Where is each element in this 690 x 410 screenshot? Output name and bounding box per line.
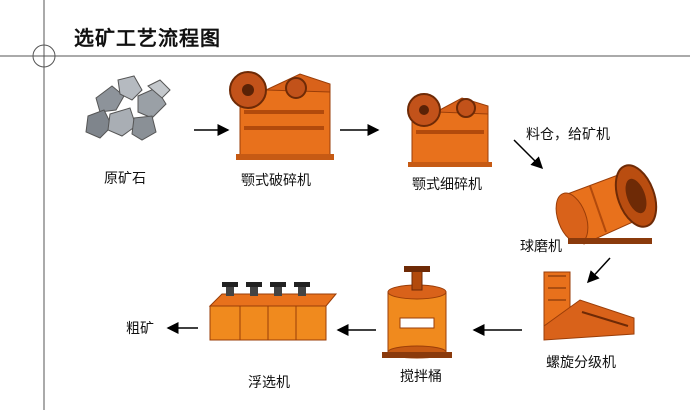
label-fine-jaw-crusher: 颚式细碎机 (412, 177, 482, 193)
label-agitation-tank: 搅拌桶 (400, 369, 442, 385)
fine-jaw-crusher-icon (407, 93, 492, 167)
label-spiral-classifier: 螺旋分级机 (546, 355, 616, 371)
ball-mill-icon (555, 164, 658, 245)
label-ball-mill: 球磨机 (520, 239, 562, 255)
spiral-classifier-icon (543, 271, 635, 341)
label-concentrate: 粗矿 (126, 321, 154, 337)
label-flotation: 浮选机 (248, 375, 290, 391)
agitation-tank-icon (382, 266, 452, 359)
label-bin-feeder: 料仓，给矿机 (526, 127, 610, 143)
arrow-fine-to-mill (513, 139, 544, 170)
ore-rocks-icon (85, 75, 171, 141)
page-title: 选矿工艺流程图 (74, 26, 221, 50)
arrow-mill-to-classifier (586, 257, 611, 284)
label-jaw-crusher: 颚式破碎机 (241, 173, 311, 189)
flotation-machine-icon (208, 282, 338, 341)
jaw-crusher-icon (229, 71, 334, 160)
label-ore: 原矿石 (104, 171, 146, 187)
